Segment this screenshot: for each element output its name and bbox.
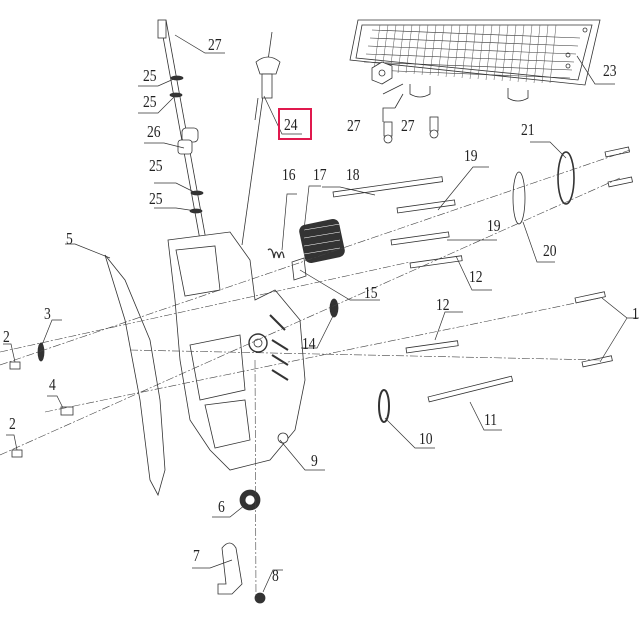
- part-label-1[interactable]: 1: [632, 304, 639, 323]
- part-label-5[interactable]: 5: [66, 229, 73, 248]
- part-label-15[interactable]: 15: [364, 283, 378, 302]
- part-label-18[interactable]: 18: [346, 165, 360, 184]
- plug-part-14: [329, 298, 339, 318]
- part-label-25[interactable]: 25: [143, 66, 157, 85]
- radiator-part-23: [349, 19, 601, 102]
- hose-assembly-parts-25-26-27: [157, 19, 207, 241]
- part-label-27[interactable]: 27: [401, 116, 415, 135]
- engine-side-cover-part-9: [167, 231, 306, 471]
- part-label-14[interactable]: 14: [302, 334, 316, 353]
- part-label-10[interactable]: 10: [419, 429, 433, 448]
- part-label-25[interactable]: 25: [149, 156, 163, 175]
- part-label-6[interactable]: 6: [218, 497, 225, 516]
- part-label-26[interactable]: 26: [147, 122, 161, 141]
- part-label-11[interactable]: 11: [484, 410, 498, 429]
- part-label-9[interactable]: 9: [311, 451, 318, 470]
- part-label-23[interactable]: 23: [603, 61, 617, 80]
- washer-part-3: [37, 342, 45, 362]
- bolt-part-11: [427, 375, 514, 403]
- bolt-part-12b: [405, 340, 459, 354]
- fitting-part-24: [241, 31, 281, 246]
- filter-part-17: [299, 218, 345, 264]
- bolt-part-4: [60, 406, 74, 416]
- seal-part-10: [378, 389, 390, 423]
- part-label-19[interactable]: 19: [464, 146, 478, 165]
- bolt-part-27: [382, 83, 439, 144]
- bracket-part-15: [291, 257, 307, 281]
- bolt-part-22: [604, 146, 633, 188]
- bolt-part-19b: [390, 231, 450, 246]
- part-label-19[interactable]: 19: [487, 216, 501, 235]
- part-label-7[interactable]: 7: [193, 546, 200, 565]
- dowel-part-2b: [11, 449, 23, 458]
- pump-cover-part-21: [557, 151, 575, 205]
- part-label-25[interactable]: 25: [149, 189, 163, 208]
- gasket-part-5: [104, 254, 166, 497]
- part-label-25[interactable]: 25: [143, 92, 157, 111]
- part-label-21[interactable]: 21: [521, 120, 535, 139]
- part-label-20[interactable]: 20: [543, 241, 557, 260]
- part-label-17[interactable]: 17: [313, 165, 327, 184]
- part-label-2[interactable]: 2: [9, 414, 16, 433]
- part-label-12[interactable]: 12: [469, 267, 483, 286]
- part-label-4[interactable]: 4: [49, 375, 56, 394]
- spring-part-16: [267, 248, 285, 259]
- nut-part-8: [254, 592, 266, 604]
- part-label-24[interactable]: 24: [284, 115, 298, 134]
- part-label-12[interactable]: 12: [436, 295, 450, 314]
- bolt-part-19a: [396, 199, 456, 214]
- part-label-27[interactable]: 27: [208, 35, 222, 54]
- part-label-16[interactable]: 16: [282, 165, 296, 184]
- highlight-box: [278, 108, 312, 140]
- part-label-8[interactable]: 8: [272, 566, 279, 585]
- part-label-27[interactable]: 27: [347, 116, 361, 135]
- bolt-part-1: [574, 291, 613, 368]
- bolt-part-12a: [409, 255, 463, 269]
- part-label-2[interactable]: 2: [3, 327, 10, 346]
- lever-part-7: [217, 542, 243, 595]
- o-ring-part-20: [512, 171, 526, 225]
- part-label-3[interactable]: 3: [44, 304, 51, 323]
- dowel-part-2a: [9, 361, 21, 370]
